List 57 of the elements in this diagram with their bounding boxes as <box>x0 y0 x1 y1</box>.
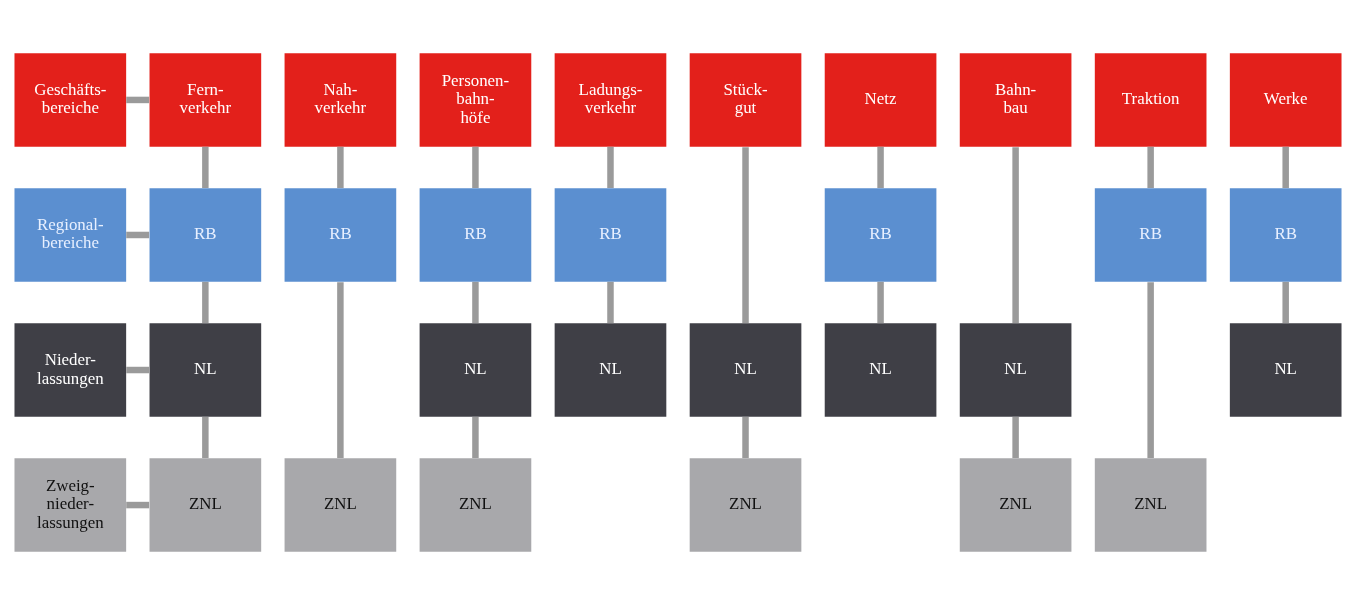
node-box: NL <box>554 323 667 417</box>
connector <box>1147 146 1154 188</box>
node-box: Traktion <box>1094 53 1207 147</box>
node-box: ZNL <box>419 458 532 552</box>
node-box: NL <box>1229 323 1342 417</box>
node-box: Geschäfts- bereiche <box>14 53 127 147</box>
node-box: Fern- verkehr <box>149 53 262 147</box>
connector <box>472 146 479 188</box>
connector <box>126 366 150 374</box>
connector <box>202 281 209 324</box>
node-box: Regional- bereiche <box>14 188 127 282</box>
connector <box>472 281 479 324</box>
connector <box>202 146 209 188</box>
connector <box>607 281 614 324</box>
node-box: ZNL <box>1094 458 1207 552</box>
node-box: Personen- bahn- höfe <box>419 53 532 147</box>
connector <box>742 416 749 459</box>
connector <box>1282 281 1289 324</box>
node-box: ZNL <box>689 458 802 552</box>
connector <box>607 146 614 188</box>
node-box: NL <box>824 323 937 417</box>
connector <box>126 231 150 239</box>
node-box: Nah- verkehr <box>284 53 397 147</box>
connector <box>126 96 150 104</box>
node-box: ZNL <box>149 458 262 552</box>
connector <box>472 416 479 459</box>
node-box: ZNL <box>959 458 1072 552</box>
connector <box>1012 147 1019 323</box>
node-box: Zweig- nieder- lassungen <box>14 458 127 552</box>
connector <box>337 146 344 188</box>
node-box: NL <box>959 323 1072 417</box>
node-box: NL <box>689 323 802 417</box>
node-box: Ladungs- verkehr <box>554 53 667 147</box>
connector <box>877 281 884 324</box>
node-box: RB <box>824 188 937 282</box>
connector <box>1012 416 1019 459</box>
node-box: RB <box>284 188 397 282</box>
connector <box>337 282 344 458</box>
node-box: Nieder- lassungen <box>14 323 127 417</box>
node-box: RB <box>419 188 532 282</box>
node-box: RB <box>1229 188 1342 282</box>
node-box: NL <box>149 323 262 417</box>
node-box: Stück- gut <box>689 53 802 147</box>
node-box: ZNL <box>284 458 397 552</box>
connector <box>742 147 749 323</box>
node-box: Werke <box>1229 53 1342 147</box>
node-box: RB <box>1094 188 1207 282</box>
connector <box>1147 282 1154 458</box>
connector <box>202 416 209 459</box>
connector <box>877 146 884 188</box>
node-box: RB <box>149 188 262 282</box>
node-box: NL <box>419 323 532 417</box>
node-box: Bahn- bau <box>959 53 1072 147</box>
node-box: Netz <box>824 53 937 147</box>
connector <box>1282 146 1289 188</box>
node-box: RB <box>554 188 667 282</box>
connector <box>126 501 150 509</box>
